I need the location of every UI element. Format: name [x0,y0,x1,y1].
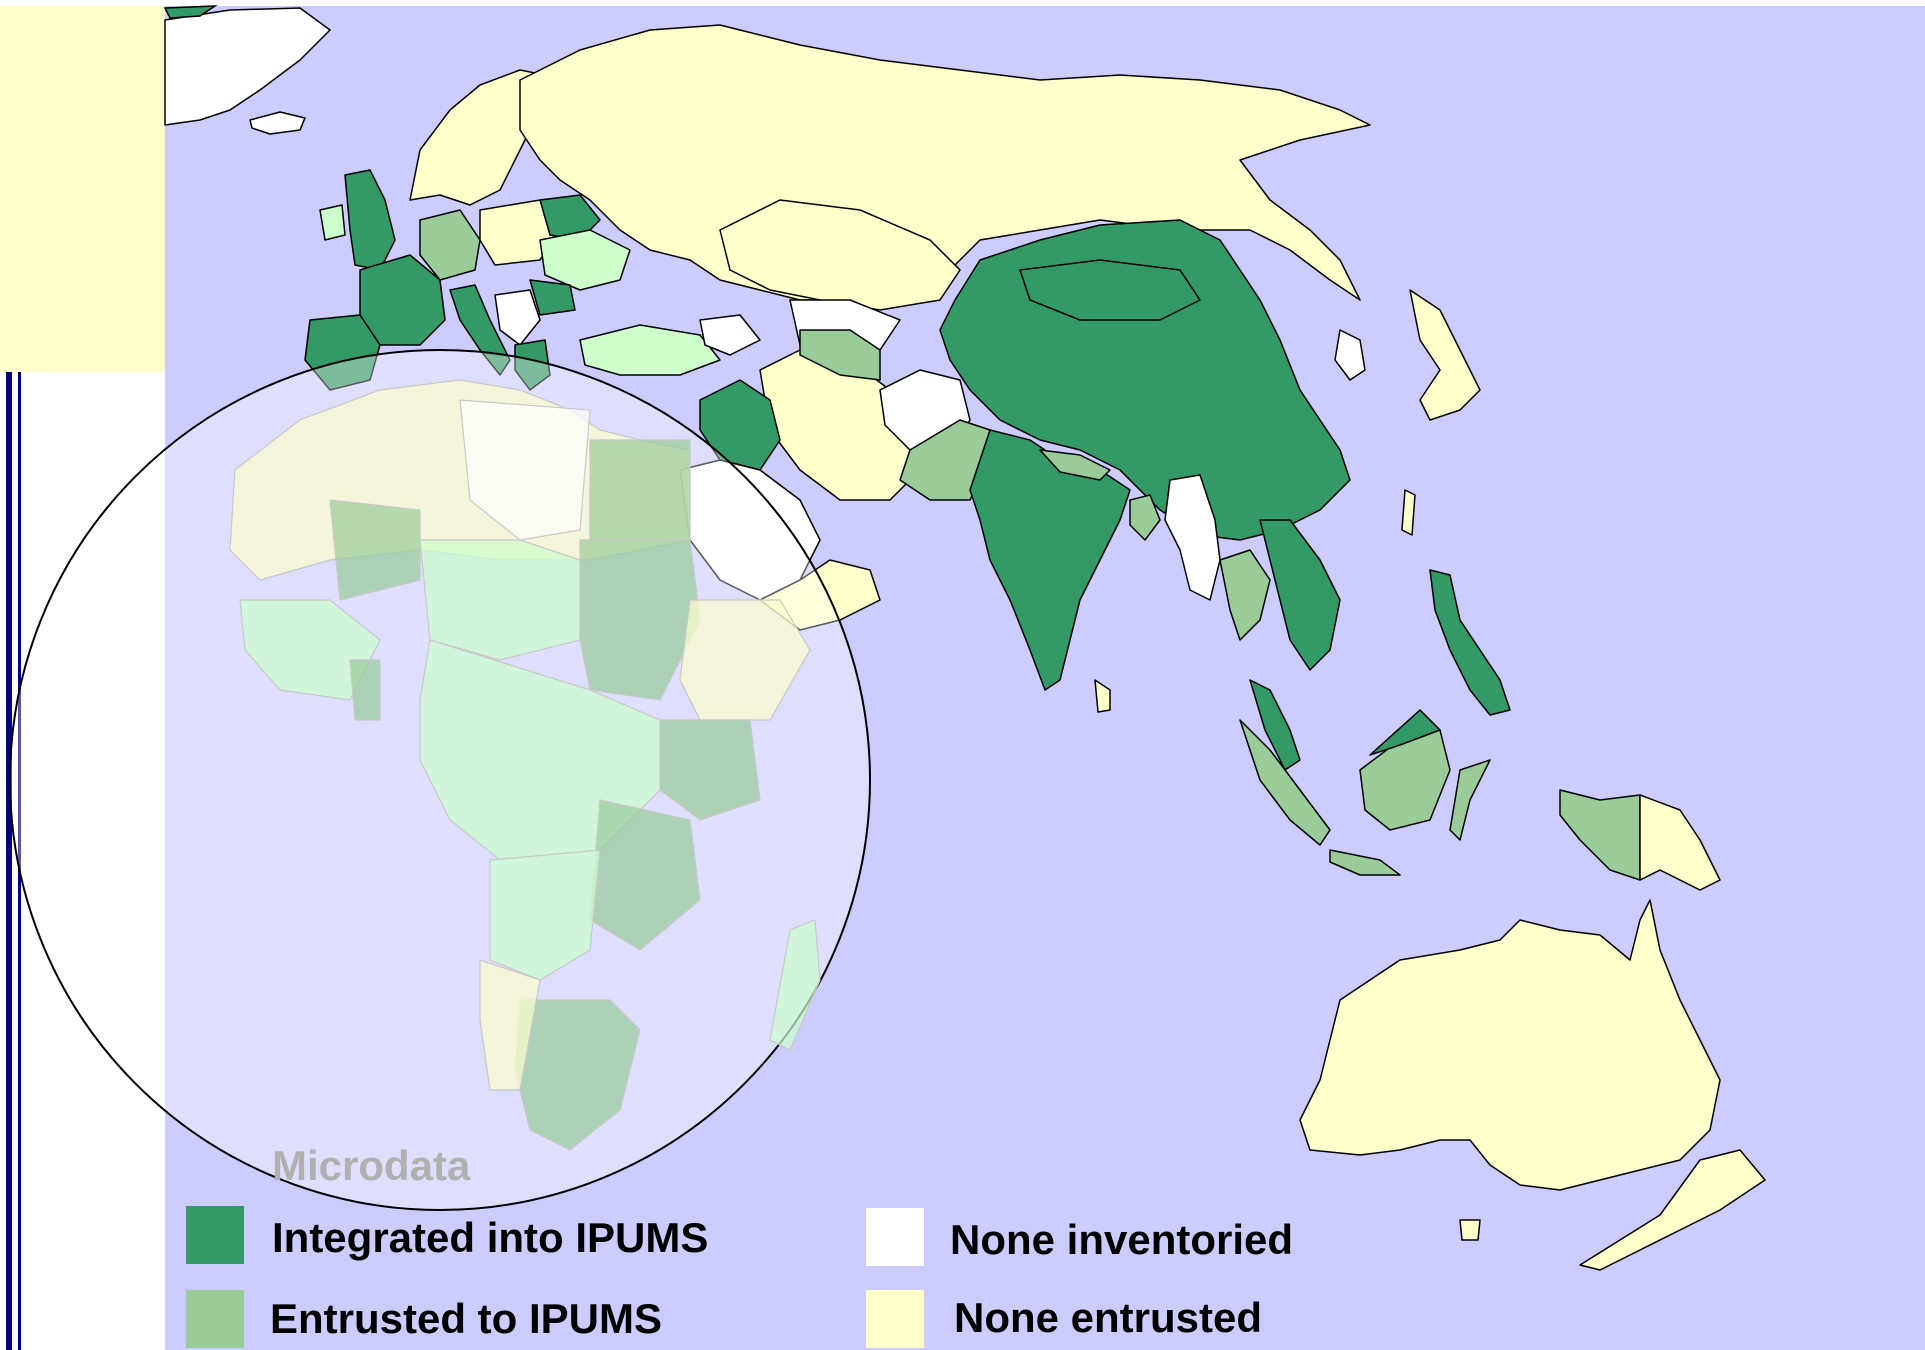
africa-mali [329,499,421,601]
region-italy [449,284,511,376]
africa-inset [9,349,871,1211]
legend-heading: Microdata [272,1142,471,1189]
region-new-guinea-east [1639,794,1721,891]
region-borneo-north [1369,709,1441,756]
legend-swatch-none-entrusted [866,1290,924,1348]
region-ukraine [539,229,631,291]
left-panel [0,6,165,372]
legend-swatch-integrated [186,1206,244,1264]
region-iceland [249,111,306,135]
region-greece [514,339,551,391]
region-ireland [319,204,346,241]
region-australia [1299,899,1721,1191]
legend-label-integrated: Integrated into IPUMS [272,1214,709,1261]
region-sumatra [1239,719,1331,846]
left-rule-outer [6,372,12,1350]
legend-label-none-entrusted: None entrusted [954,1294,1263,1341]
africa-sudan [579,539,701,701]
africa-ghana [349,659,381,721]
region-sulawesi [1449,759,1491,841]
region-korea [1334,329,1366,381]
region-caucasus [699,314,761,356]
region-java [1329,849,1401,876]
region-iraq [699,379,781,471]
legend-swatch-entrusted [186,1290,244,1348]
region-balkans [494,289,541,346]
region-bangladesh [1129,494,1161,541]
region-kazakhstan [719,199,961,311]
region-romania [529,279,576,316]
legend-label-entrusted: Entrusted to IPUMS [270,1295,663,1342]
region-north-coast [163,5,218,19]
region-uk [344,169,396,271]
africa-madagascar [769,919,821,1051]
region-china [939,219,1351,541]
africa-ethiopia [679,599,811,721]
region-thailand [1219,549,1271,641]
region-new-zealand [1579,1149,1766,1271]
region-tasmania [1459,1219,1481,1241]
legend-label-none-inventoried: None inventoried [950,1216,1294,1263]
region-malaysia [1249,679,1301,771]
africa-south-central [489,849,601,981]
region-turkmenistan [799,329,881,381]
region-mongolia-outline [1019,259,1201,321]
africa-sahel [419,539,581,661]
africa-libya [459,399,591,541]
region-spain [304,314,381,391]
region-new-guinea-west [1559,789,1641,881]
africa-southwest [479,959,541,1091]
africa-west [239,599,381,701]
region-arabian-coast [759,559,881,631]
region-sri-lanka [1094,679,1111,713]
region-nepal [1039,449,1111,481]
region-taiwan [1401,489,1416,536]
region-philippines [1429,569,1511,716]
region-japan [1409,289,1481,421]
region-myanmar [1164,474,1221,601]
region-greenland [164,7,331,126]
legend-swatch-none-inventoried [866,1208,924,1266]
region-turkey [579,324,721,376]
africa-egypt [589,439,691,541]
region-germany [419,209,481,281]
left-rule-inner [18,372,21,1350]
region-indochina [1259,519,1341,671]
